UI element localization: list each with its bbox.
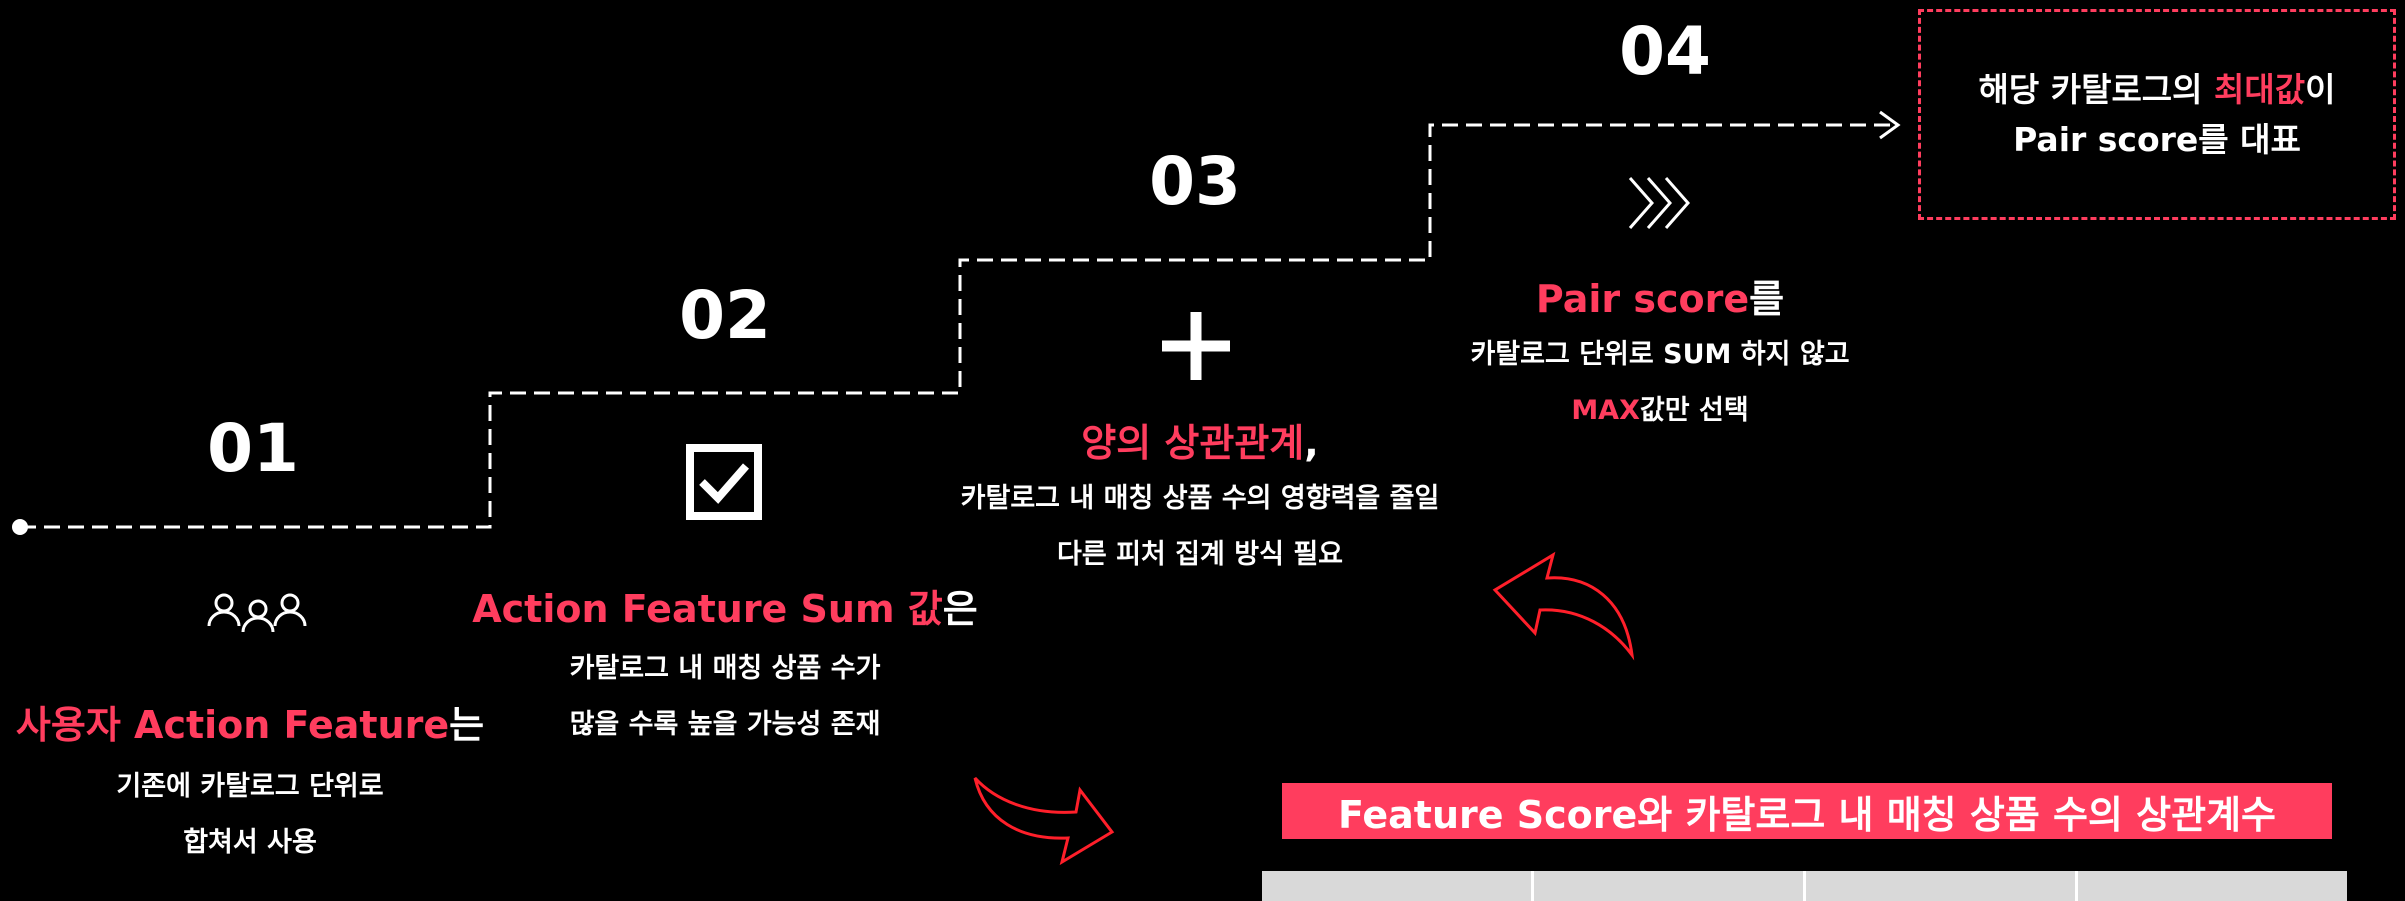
- step-02-text: Action Feature Sum 값은 카탈로그 내 매칭 상품 수가 많을…: [470, 578, 980, 753]
- step-01-line-1: 기존에 카탈로그 단위로: [116, 771, 384, 802]
- callout-line-2: Pair score를 대표: [2013, 119, 2301, 159]
- step-03-heading-accent: 양의 상관관계: [1081, 421, 1305, 465]
- step-04-line-2: MAX값만 선택: [1380, 383, 1940, 439]
- step-04-text: Pair score를 카탈로그 단위로 SUM 하지 않고 MAX값만 선택: [1380, 268, 1940, 439]
- table-header-cell: [1534, 871, 1806, 901]
- step-number-02: 02: [679, 277, 771, 354]
- step-01-heading-accent: 사용자 Action Feature: [15, 703, 450, 747]
- curved-arrow-up-icon: [1492, 551, 1635, 661]
- callout-line-1-post: 이: [2305, 69, 2336, 109]
- step-01-text: 사용자 Action Feature는 기존에 카탈로그 단위로 합쳐서 사용: [0, 694, 500, 871]
- table-title: Feature Score와 카탈로그 내 매칭 상품 수의 상관계수: [1282, 783, 2332, 839]
- callout-line-1-accent: 최대값: [2214, 69, 2306, 109]
- step-03-heading-suffix: ,: [1304, 421, 1319, 465]
- callout-box: 해당 카탈로그의 최대값이 Pair score를 대표: [1918, 9, 2396, 220]
- checkbox-icon: [686, 444, 762, 520]
- step-04-line-2-accent: MAX: [1571, 395, 1640, 426]
- table-header-cell: [1262, 871, 1534, 901]
- callout-line-1-pre: 해당 카탈로그의: [1978, 69, 2215, 109]
- step-04-line-1: 카탈로그 단위로 SUM 하지 않고: [1470, 339, 1850, 370]
- staircase-arrowhead: [1879, 110, 1901, 140]
- step-number-04: 04: [1619, 13, 1711, 90]
- step-04-heading-suffix: 를: [1749, 277, 1785, 321]
- curved-arrow-down-icon: [973, 776, 1115, 866]
- step-03-line-2: 다른 피처 집계 방식 필요: [1057, 539, 1343, 570]
- step-number-03: 03: [1149, 143, 1241, 220]
- plus-icon: [1162, 312, 1230, 380]
- correlation-table-header: [1262, 871, 2347, 901]
- people-icon: [207, 593, 307, 633]
- step-03-line-1: 카탈로그 내 매칭 상품 수의 영향력을 줄일: [960, 483, 1440, 514]
- step-number-01: 01: [207, 410, 299, 487]
- step-04-heading-accent: Pair score: [1535, 277, 1750, 321]
- step-02-line-1: 카탈로그 내 매칭 상품 수가: [569, 653, 881, 684]
- step-01-heading-suffix: 는: [449, 703, 485, 747]
- step-04-line-2-rest: 값만 선택: [1639, 395, 1749, 426]
- table-header-cell: [1806, 871, 2078, 901]
- step-01-line-2: 합쳐서 사용: [183, 827, 317, 858]
- dashed-staircase-line: [20, 123, 1895, 529]
- table-header-cell: [2078, 871, 2347, 901]
- step-02-heading-accent: Action Feature Sum 값: [472, 587, 943, 631]
- step-02-line-2: 많을 수록 높을 가능성 존재: [569, 709, 881, 740]
- step-02-heading-suffix: 은: [942, 587, 978, 631]
- step-03-text: 양의 상관관계, 카탈로그 내 매칭 상품 수의 영향력을 줄일 다른 피처 집…: [880, 412, 1520, 583]
- chevrons-right-icon: [1628, 177, 1690, 229]
- callout-line-1: 해당 카탈로그의 최대값이: [1979, 65, 2336, 115]
